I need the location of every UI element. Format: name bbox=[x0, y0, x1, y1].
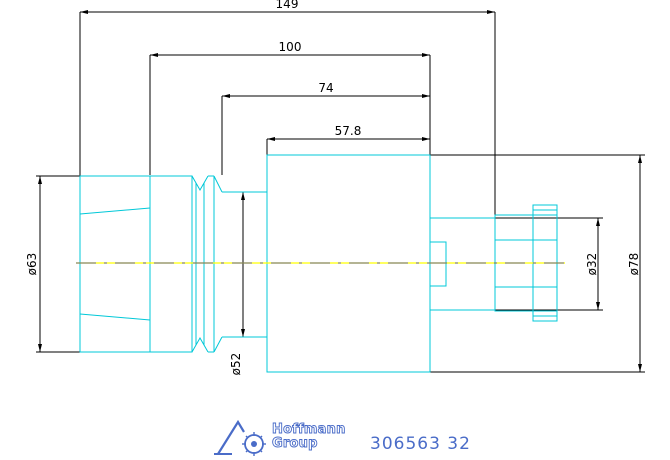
part-outline bbox=[79, 154, 558, 373]
dim-length-74: 74 bbox=[318, 81, 333, 95]
part-number: 306563 32 bbox=[370, 434, 471, 454]
dim-diameter-78: ø78 bbox=[627, 253, 641, 276]
brand-line-1: Hoffmann bbox=[272, 422, 346, 437]
dim-length-100: 100 bbox=[279, 40, 302, 54]
hoffmann-logo-icon bbox=[214, 419, 266, 456]
footer: Hoffmann Group 306563 32 bbox=[210, 418, 510, 458]
dim-diameter-52: ø52 bbox=[229, 353, 243, 376]
brand-line-2: Group bbox=[272, 436, 318, 451]
dim-diameter-32: ø32 bbox=[585, 253, 599, 276]
dimension-arrows bbox=[38, 10, 642, 372]
brand-name: Hoffmann Group bbox=[272, 423, 346, 451]
dim-diameter-63: ø63 bbox=[25, 253, 39, 276]
dim-length-57-8: 57.8 bbox=[335, 124, 362, 138]
dim-overall-length: 149 bbox=[276, 0, 299, 11]
